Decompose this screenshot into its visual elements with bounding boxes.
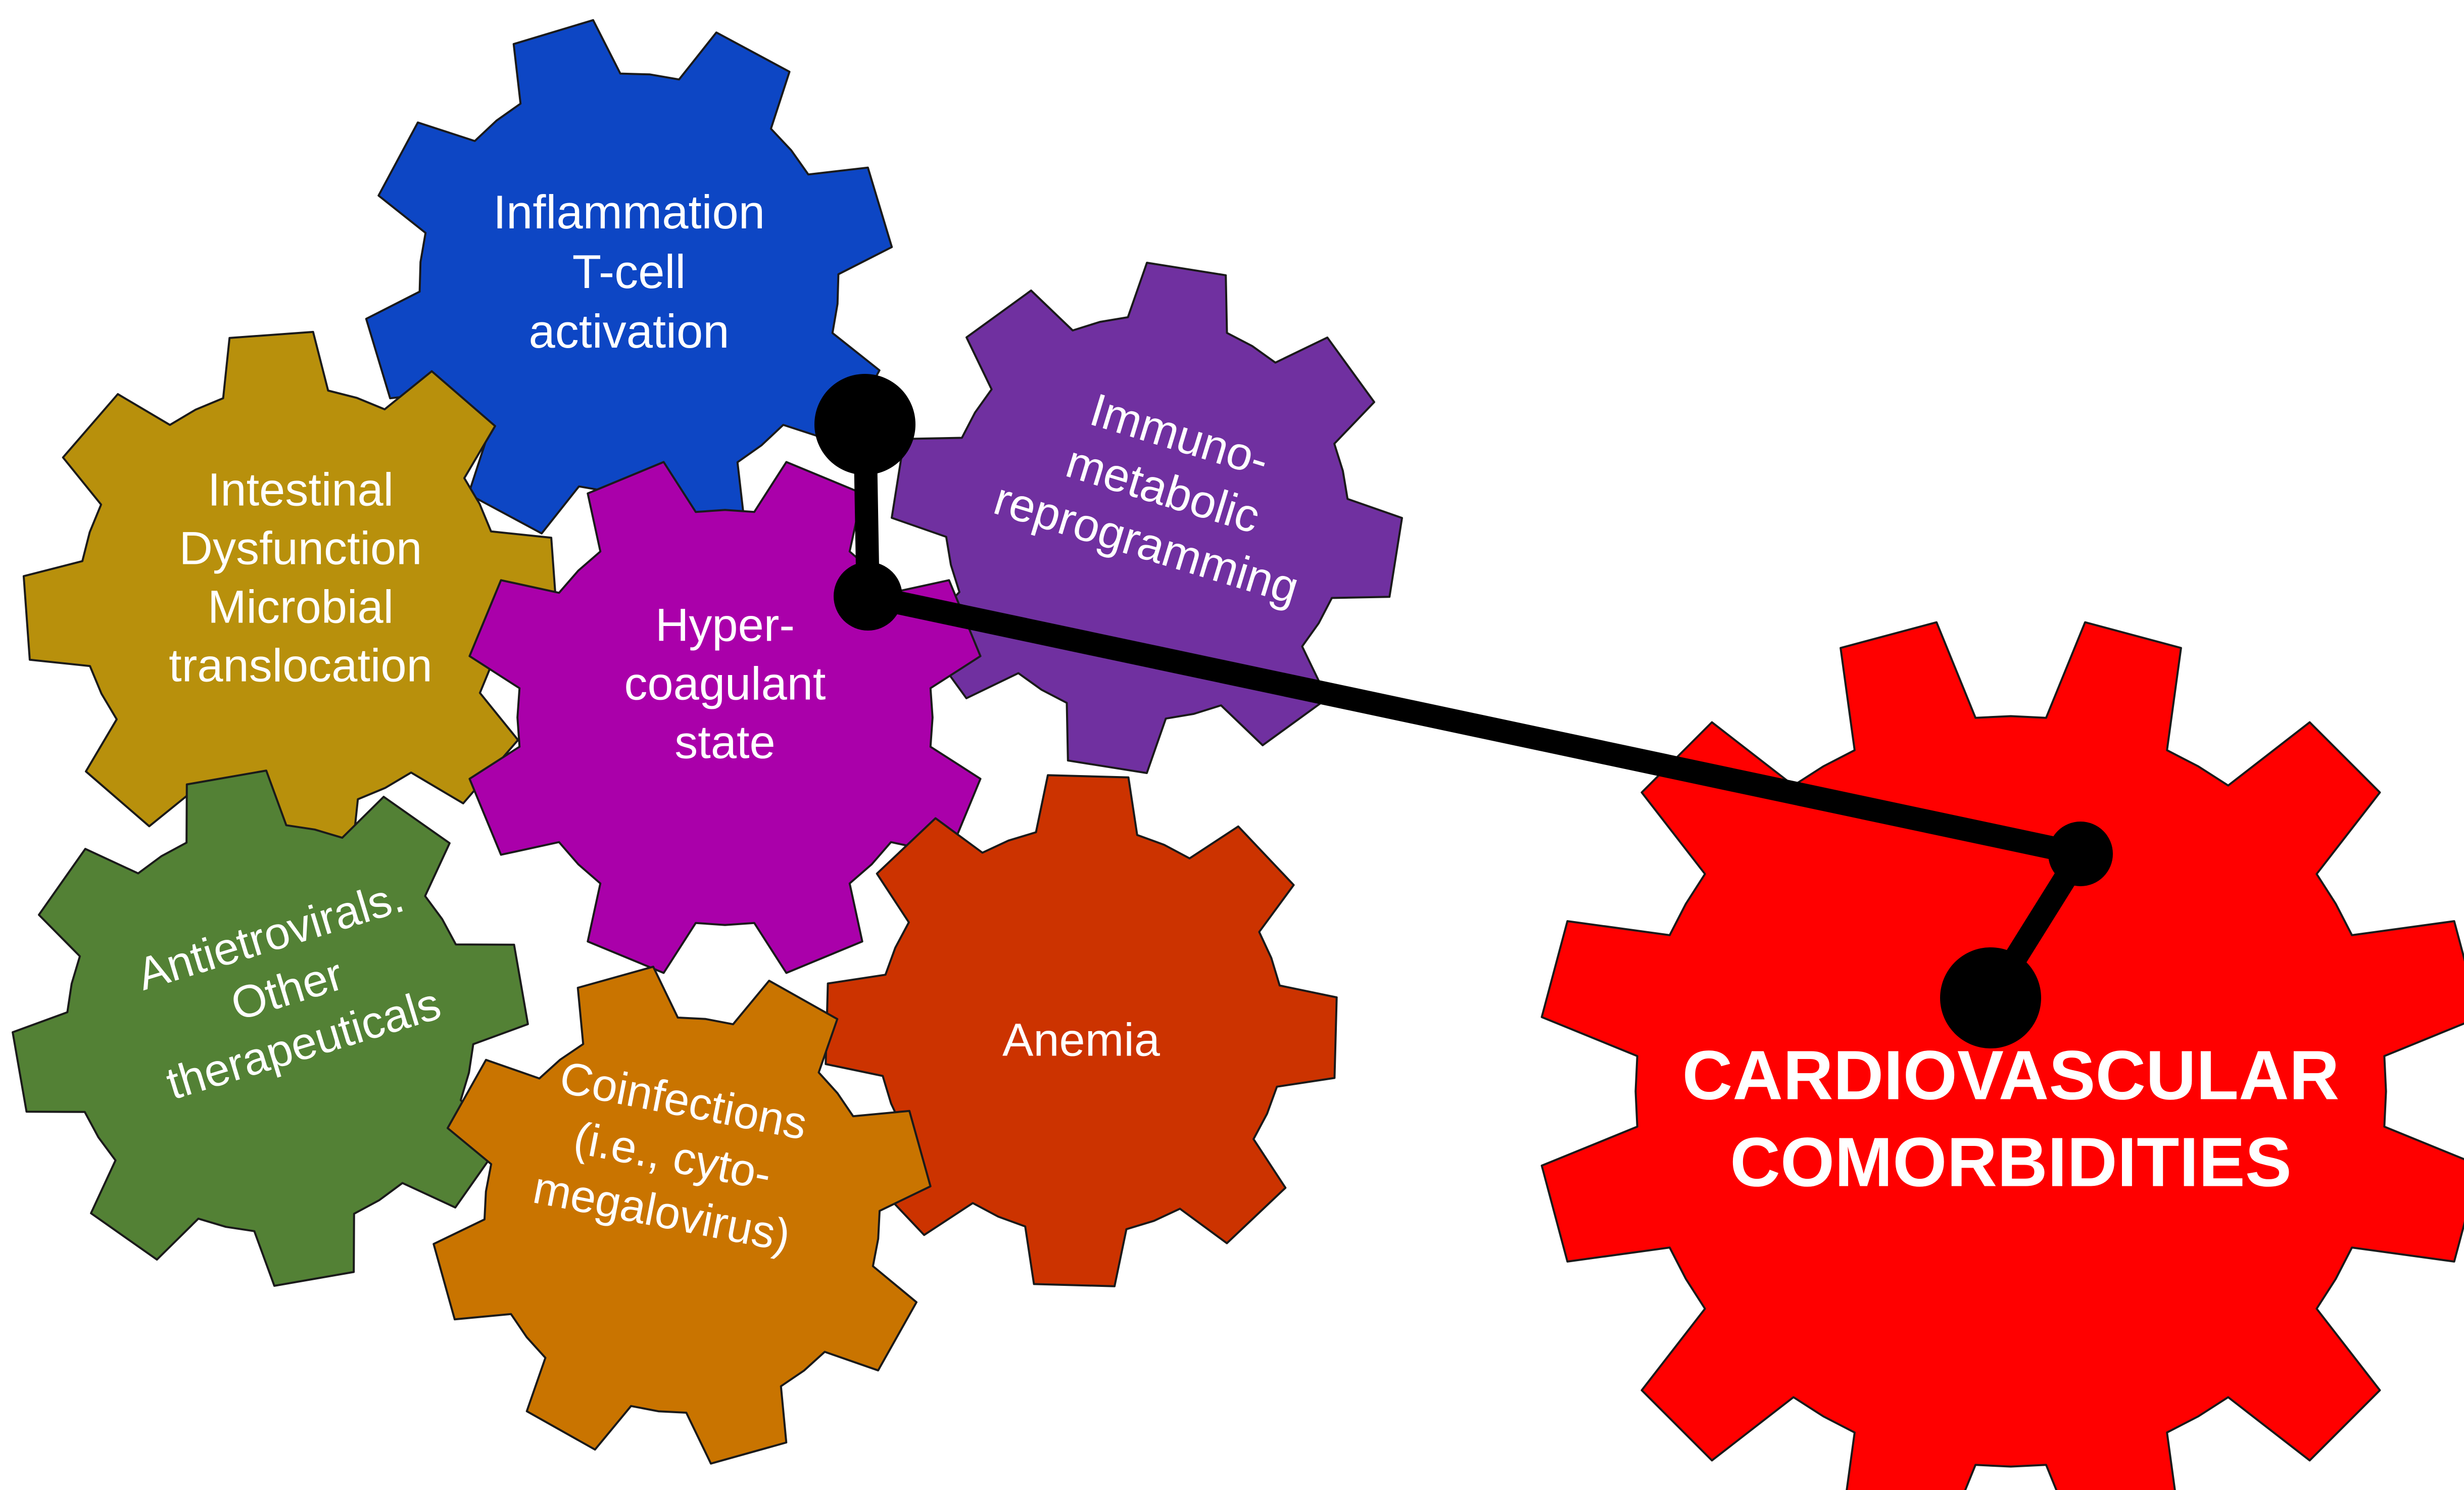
linkage-arm-long <box>856 585 2092 866</box>
gear-label-line: Microbial <box>208 581 394 633</box>
gear-cardiovascular: CARDIOVASCULAR COMORBIDITIES <box>1540 621 2464 1490</box>
gear-label-line: Intestinal <box>208 464 394 515</box>
linkage-joint-right <box>2048 822 2113 886</box>
gear-label-line: Dysfunction <box>179 522 422 574</box>
gear-coinfections: Coinfections(i.e., cyto-megalovirus) <box>432 966 932 1465</box>
gear-label-hypercoagulant: Hyper-coagulant state <box>624 599 826 768</box>
gear-antiretrovirals: Antietrovirals.Othertherapeuticals <box>12 770 529 1287</box>
gear-label-line: state <box>674 716 775 768</box>
gear-label-line: Anemia <box>1002 1014 1161 1066</box>
gear-label-anemia: Anemia <box>1002 1014 1161 1066</box>
gear-shape-anemia <box>825 774 1338 1287</box>
gear-shape-cardiovascular <box>1540 621 2464 1490</box>
gear-label-line: T-cell <box>572 245 686 298</box>
linkage-pivot-end <box>1940 947 2041 1048</box>
gear-label-line: Inflammation <box>493 185 765 238</box>
gear-shape-inflammation <box>365 19 893 547</box>
gear-label-line: CARDIOVASCULAR <box>1682 1036 2340 1114</box>
gear-shape-coinfections <box>432 966 932 1465</box>
gear-immunometabolic: Immuno-metabolicreprogramming <box>891 262 1403 774</box>
gear-label-line: Hyper- <box>655 599 795 651</box>
gear-label-line: coagulant <box>624 658 826 709</box>
linkage-pivot-top <box>814 374 915 475</box>
linkage-joint-mid <box>834 562 902 631</box>
gear-shape-antiretrovirals <box>12 770 529 1287</box>
gear-label-line: COMORBIDITIES <box>1730 1123 2292 1201</box>
gear-label-line: activation <box>528 305 729 358</box>
gear-anemia: Anemia <box>825 774 1338 1287</box>
gear-shape-immunometabolic <box>891 262 1403 774</box>
gear-label-cardiovascular: CARDIOVASCULAR COMORBIDITIES <box>1682 1036 2340 1201</box>
gear-label-line: translocation <box>169 640 432 691</box>
